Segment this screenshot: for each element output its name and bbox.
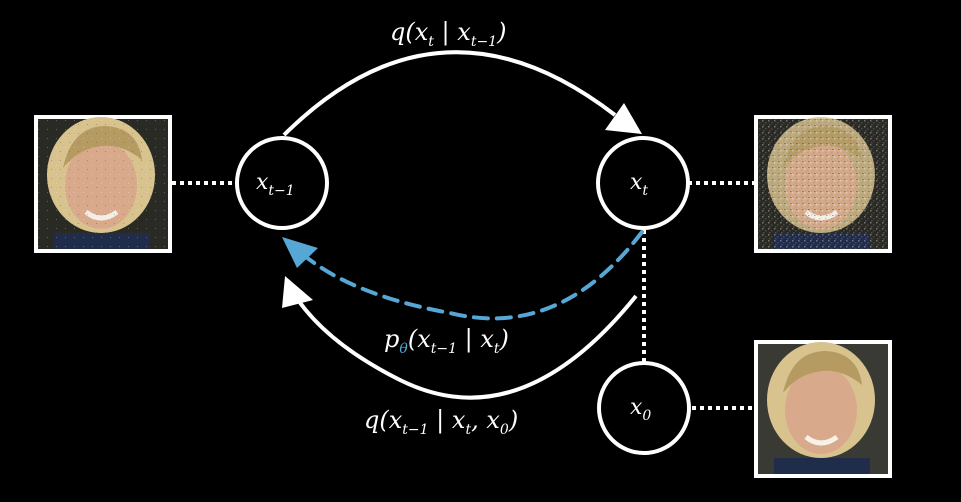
- posterior-arrowhead: [282, 276, 313, 308]
- model-reverse-arrow: [298, 230, 644, 321]
- node-x-t: xt: [596, 136, 690, 230]
- photo-bottom-right: [754, 340, 892, 478]
- svg-text:xt−1: xt−1: [256, 170, 295, 199]
- photo-top-right: [754, 115, 892, 253]
- posterior-arrow: [296, 294, 638, 400]
- node-x-0: x0: [597, 361, 691, 455]
- label-forward: q(xt | xt−1): [390, 18, 506, 50]
- svg-text:x0: x0: [630, 395, 651, 424]
- label-posterior: q(xt−1 | xt, x0): [364, 406, 518, 438]
- label-model: pθ(xt−1 | xt): [384, 325, 509, 357]
- svg-text:xt: xt: [630, 170, 648, 199]
- node-x-t-minus-1: xt−1: [235, 136, 329, 230]
- model-reverse-arrowhead: [282, 237, 318, 268]
- forward-arrow: [282, 50, 617, 137]
- forward-arrowhead: [605, 103, 642, 134]
- photo-left: [34, 115, 172, 253]
